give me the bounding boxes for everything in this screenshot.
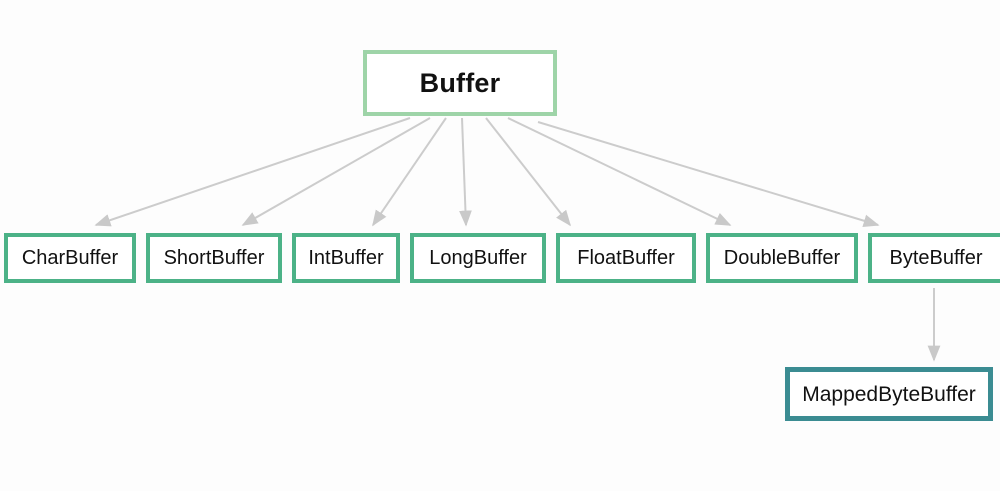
node-label-intbuffer: IntBuffer xyxy=(308,247,384,269)
node-floatbuffer[interactable]: FloatBuffer xyxy=(556,233,696,283)
node-label-floatbuffer: FloatBuffer xyxy=(577,247,675,269)
node-buffer[interactable]: Buffer xyxy=(363,50,557,116)
node-longbuffer[interactable]: LongBuffer xyxy=(410,233,546,283)
buffer-to-floatbuffer xyxy=(485,117,571,227)
buffer-to-doublebuffer xyxy=(507,117,732,226)
buffer-to-intbuffer xyxy=(372,117,447,227)
buffer-to-longbuffer xyxy=(459,117,472,227)
node-shortbuffer[interactable]: ShortBuffer xyxy=(146,233,282,283)
buffer-to-shortbuffer xyxy=(241,117,431,226)
buffer-to-bytebuffer xyxy=(537,121,880,227)
node-mappedbytebuffer[interactable]: MappedByteBuffer xyxy=(785,367,993,421)
node-label-charbuffer: CharBuffer xyxy=(21,247,119,269)
node-label-doublebuffer: DoubleBuffer xyxy=(723,247,841,269)
node-label-buffer: Buffer xyxy=(419,67,501,98)
node-charbuffer[interactable]: CharBuffer xyxy=(4,233,136,283)
node-label-mappedbytebuffer: MappedByteBuffer xyxy=(802,382,976,406)
node-label-bytebuffer: ByteBuffer xyxy=(889,247,983,269)
buffer-to-charbuffer xyxy=(94,117,411,227)
node-bytebuffer[interactable]: ByteBuffer xyxy=(868,233,1000,283)
node-label-longbuffer: LongBuffer xyxy=(429,247,527,269)
node-label-shortbuffer: ShortBuffer xyxy=(163,247,265,269)
node-intbuffer[interactable]: IntBuffer xyxy=(292,233,400,283)
node-doublebuffer[interactable]: DoubleBuffer xyxy=(706,233,858,283)
